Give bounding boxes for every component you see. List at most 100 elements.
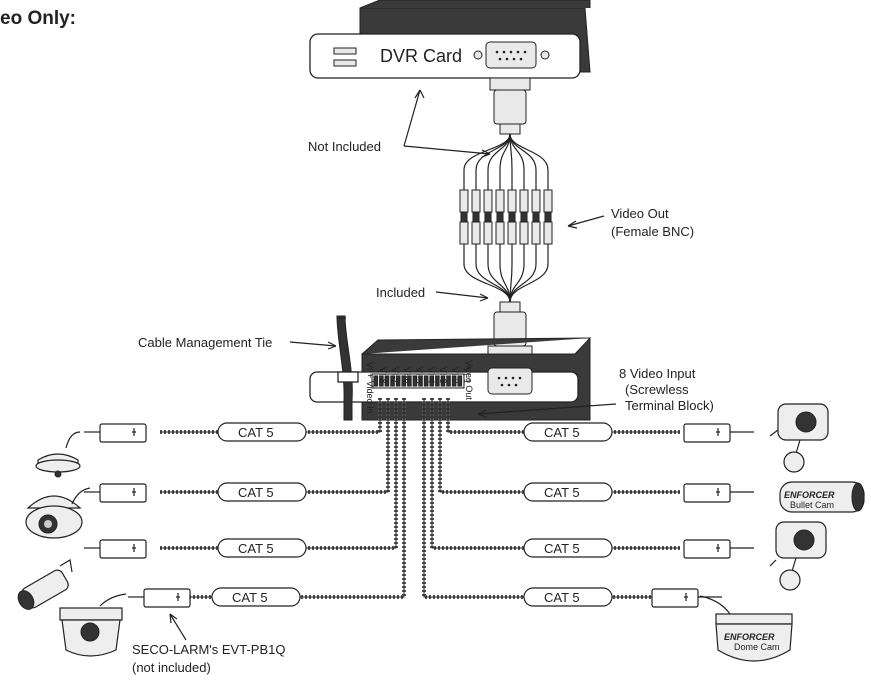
video-balun [683,539,731,559]
terminal-slot [379,375,384,387]
video-balun [683,423,731,443]
channel-label: VI-2 [450,367,460,384]
channel-label: VI-6 [402,367,412,384]
bullet-cam-brand: ENFORCER [784,490,835,500]
bnc-connector [460,211,468,223]
cat5-sleeve [523,422,613,442]
top-db-connector [489,77,531,135]
cat5-label: CAT 5 [238,485,274,500]
evt-line-2: (not included) [132,660,211,675]
enforcer-bullet-cam: ENFORCER Bullet Cam [779,481,865,513]
bnc-connector [520,211,528,223]
video-input-line-3: Terminal Block) [625,398,714,413]
bnc-connector [496,211,504,223]
bnc-connector [508,211,516,223]
video-balun-mark [716,488,720,496]
channel-label: VI-7 [390,367,400,384]
mini-dome-camera [35,431,81,478]
bnc-connector [459,221,469,245]
bnc-connector [459,189,469,213]
dvr-card: DVR Card [309,0,591,79]
bullet-camera-right-1 [769,403,829,473]
cat5-sleeve [523,587,613,607]
terminal-slot [418,375,423,387]
cat5-sleeve [217,422,307,442]
cat5-label: CAT 5 [238,425,274,440]
cat5-sleeve [217,482,307,502]
dome-cam-model: Dome Cam [734,642,780,652]
channel-label: VI-4 [426,367,436,384]
bnc-breakout-cable [459,133,553,303]
callout-video-out: Video Out (Female BNC) [567,206,694,239]
dome-camera-left [25,487,91,539]
dvr-card-label: DVR Card [380,46,462,66]
cat5-sleeve [211,587,301,607]
video-in-label: VI + Video In [365,362,375,414]
terminal-slot [407,375,412,387]
video-balun-mark [716,428,720,436]
bullet-camera-right-3 [769,521,827,591]
cat5-label: CAT 5 [544,590,580,605]
video-balun-mark [684,593,688,601]
video-balun [99,423,147,443]
terminal-slot [401,375,406,387]
bnc-connector [483,221,493,245]
channel-label: VI-3 [438,367,448,384]
video-balun [683,483,731,503]
breakout-wire [487,133,511,190]
bullet-camera-left [17,559,73,610]
bnc-connector [519,221,529,245]
bnc-connector [519,189,529,213]
terminal-slot [395,375,401,387]
bnc-connector [531,221,541,245]
enforcer-dome-cam: ENFORCER Dome Cam [699,595,793,662]
video-balun [651,588,699,608]
video-out-line-2: (Female BNC) [611,224,694,239]
terminal-slot [451,375,457,387]
terminal-slot [412,375,418,387]
bnc-connector [507,189,517,213]
bullet-cam-model: Bullet Cam [790,500,834,510]
bnc-connector [484,211,492,223]
cat5-label: CAT 5 [544,541,580,556]
bnc-connector [471,221,481,245]
video-balun-mark [132,488,136,496]
bnc-connector [483,189,493,213]
callout-not-included: Not Included [308,89,491,158]
channel-label: VI-5 [414,367,424,384]
bnc-connector [471,189,481,213]
channel-label: VI-1 [462,367,472,384]
callout-video-input: 8 Video Input (Screwless Terminal Block) [477,366,714,418]
terminal-slot [440,375,446,387]
cat5-cable [160,398,398,550]
terminal-slot [457,375,462,387]
dome-camera-bottom-left [59,593,127,657]
bnc-connector [472,211,480,223]
video-balun [99,483,147,503]
callout-included: Included [376,285,489,302]
video-balun [143,588,191,608]
terminal-slot [384,375,390,387]
video-input-line-2: (Screwless [625,382,689,397]
video-balun [99,539,147,559]
video-balun-mark [132,544,136,552]
bnc-connector [531,189,541,213]
video-balun-mark [132,428,136,436]
included-label: Included [376,285,425,300]
video-balun-mark [176,593,180,601]
breakout-wire [463,244,511,303]
bnc-connector [532,211,540,223]
bnc-connector [495,221,505,245]
terminal-slot [435,375,440,387]
cat5-sleeve [217,538,307,558]
cat5-label: CAT 5 [232,590,268,605]
terminal-slot [446,375,451,387]
bnc-connector [544,211,552,223]
cat5-label: CAT 5 [544,425,580,440]
video-input-line-1: 8 Video Input [619,366,696,381]
bottom-db-connector [487,301,533,359]
cable-tie-label: Cable Management Tie [138,335,272,350]
